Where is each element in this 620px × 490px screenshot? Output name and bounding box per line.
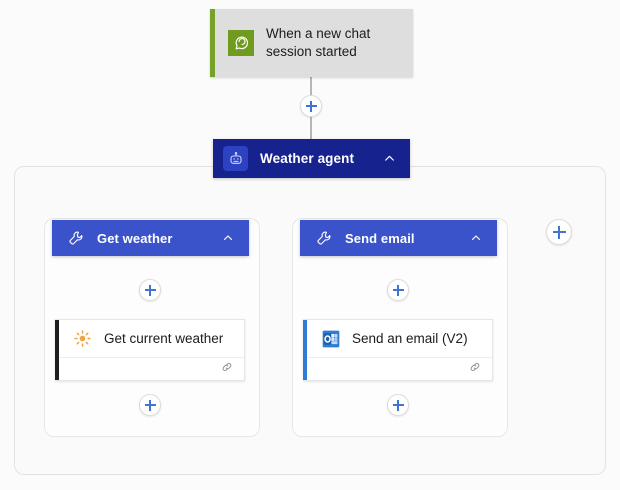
action-accent-stripe [303,320,307,380]
wrench-icon [66,228,86,248]
chevron-up-icon[interactable] [378,148,400,170]
tool-node-label: Send email [345,230,415,246]
add-step-above-send-an-email-button[interactable] [387,279,409,301]
plus-icon [552,231,566,233]
chevron-up-icon[interactable] [465,227,487,249]
agent-node-weather-agent[interactable]: Weather agent [213,139,410,178]
add-tool-button[interactable] [546,219,572,245]
action-card-send-an-email[interactable]: Send an email (V2) [303,319,493,381]
trigger-label: When a new chat session started [266,26,371,59]
plus-icon [392,289,404,291]
chat-bubble-icon [228,30,254,56]
tool-node-label: Get weather [97,230,173,246]
robot-icon [223,146,248,171]
add-step-below-get-current-weather-button[interactable] [139,394,161,416]
plus-icon [144,404,156,406]
wrench-icon [314,228,334,248]
action-accent-stripe [55,320,59,380]
action-card-get-current-weather[interactable]: Get current weather [55,319,245,381]
trigger-accent-stripe [210,9,215,77]
sun-icon [72,328,93,349]
link-connection-icon[interactable] [220,360,234,379]
link-connection-icon[interactable] [468,360,482,379]
add-step-after-trigger-button[interactable] [300,95,322,117]
tool-node-get-weather[interactable]: Get weather [52,220,249,256]
chevron-up-icon[interactable] [217,227,239,249]
trigger-card[interactable]: When a new chat session started [210,9,413,77]
add-step-above-get-current-weather-button[interactable] [139,279,161,301]
outlook-icon [320,328,341,349]
agent-node-label: Weather agent [260,151,355,166]
add-step-below-send-an-email-button[interactable] [387,394,409,416]
plus-icon [144,289,156,291]
action-title: Get current weather [104,331,224,346]
plus-icon [305,105,317,107]
action-title: Send an email (V2) [352,331,468,346]
tool-node-send-email[interactable]: Send email [300,220,497,256]
plus-icon [392,404,404,406]
